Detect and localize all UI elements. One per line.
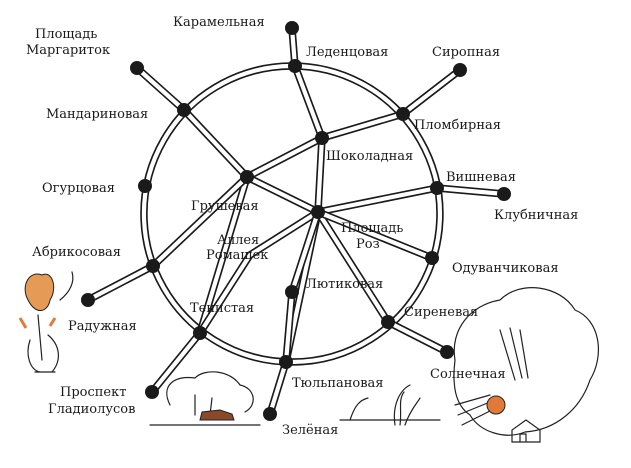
stop-margaritok (130, 61, 144, 75)
stop-klubnichnaya (497, 187, 511, 201)
label-raduzhnaya: Радужная (68, 319, 137, 334)
label-solnechnaya: Солнечная (430, 367, 506, 382)
label-plombirnaya: Пломбирная (414, 118, 501, 133)
stop-lyutikovaya (285, 285, 299, 299)
label-vishnevaya: Вишневая (446, 170, 516, 185)
stop-ploshchad-roz (311, 205, 325, 219)
stop-solnechnaya (440, 345, 454, 359)
flower-icon (24, 273, 55, 311)
flower-stems-sketch (27, 271, 74, 373)
label-alleya-romashek-2: Ромашек (206, 248, 268, 263)
label-ploshchad-margaritok-1: Площадь (35, 27, 97, 42)
stops-layer (81, 21, 511, 421)
label-ogurtsovaya: Огурцовая (42, 181, 115, 196)
grass-sketch (349, 384, 421, 426)
stop-ledentsovaya (288, 59, 302, 73)
label-ploshchad-margaritok-2: Маргариток (26, 43, 110, 58)
stop-vishnevaya (430, 181, 444, 195)
petals-sketch (18, 317, 57, 329)
label-lyutikovaya: Лютиковая (306, 277, 383, 292)
tree-sketch (166, 371, 254, 416)
stop-grushevaya (240, 170, 254, 184)
road-siropnaya-fill (149, 67, 463, 395)
label-karamelnaya: Карамельная (173, 15, 265, 30)
label-prospekt-gladiolusov-1: Проспект (60, 385, 126, 400)
label-prospekt-gladiolusov-2: Гладиолусов (48, 402, 135, 417)
stop-raduzhnaya (81, 293, 95, 307)
ground-line-sketch (149, 419, 441, 426)
stop-gladiolusov (145, 385, 159, 399)
car-icon (199, 409, 235, 421)
label-ploshchad-roz-2: Роз (356, 237, 380, 252)
label-shokoladnaya: Шоколадная (326, 149, 413, 164)
label-ploshchad-roz-1: Площадь (341, 221, 403, 236)
stop-oduvanchikovaya (425, 251, 439, 265)
house-icon (511, 419, 541, 443)
stop-abrikosovaya (146, 259, 160, 273)
label-klubnichnaya: Клубничная (494, 208, 578, 223)
road-lyutikovaya-fill (315, 209, 435, 261)
label-sirenevaya: Сиреневая (404, 305, 478, 320)
stop-ogurtsovaya (138, 179, 152, 193)
road-margaritok-fill (134, 65, 450, 355)
label-tenistaya: Тенистая (190, 301, 254, 316)
stop-tenistaya (193, 326, 207, 340)
stop-mandarinovaya (177, 103, 191, 117)
bush-right-sketch (453, 287, 599, 436)
label-abrikosovaya: Абрикосовая (32, 245, 121, 260)
stop-plombirnaya (396, 107, 410, 121)
decorations (18, 271, 599, 443)
stop-karamelnaya (285, 21, 299, 35)
label-tyulpanovaya: Тюльпановая (292, 376, 384, 391)
labels-layer: Карамельная Площадь Маргариток Леденцова… (26, 15, 578, 438)
label-ledentsovaya: Леденцовая (306, 45, 388, 60)
stop-sirenevaya (381, 315, 395, 329)
label-alleya-romashek-1: Аллея (217, 233, 259, 248)
label-grushevaya: Грушевая (191, 199, 259, 214)
label-siropnaya: Сиропная (432, 45, 500, 60)
stop-shokoladnaya (315, 131, 329, 145)
label-mandarinovaya: Мандариновая (46, 107, 148, 122)
label-oduvanchikovaya: Одуванчиковая (452, 261, 559, 276)
stop-siropnaya (453, 63, 467, 77)
roads-layer (84, 24, 508, 418)
stop-tyulpanovaya (279, 355, 293, 369)
sun-icon (486, 395, 506, 415)
label-zelenaya: Зелёная (282, 423, 338, 438)
sun-rays-sketch (454, 327, 529, 426)
stop-zelenaya (263, 407, 277, 421)
